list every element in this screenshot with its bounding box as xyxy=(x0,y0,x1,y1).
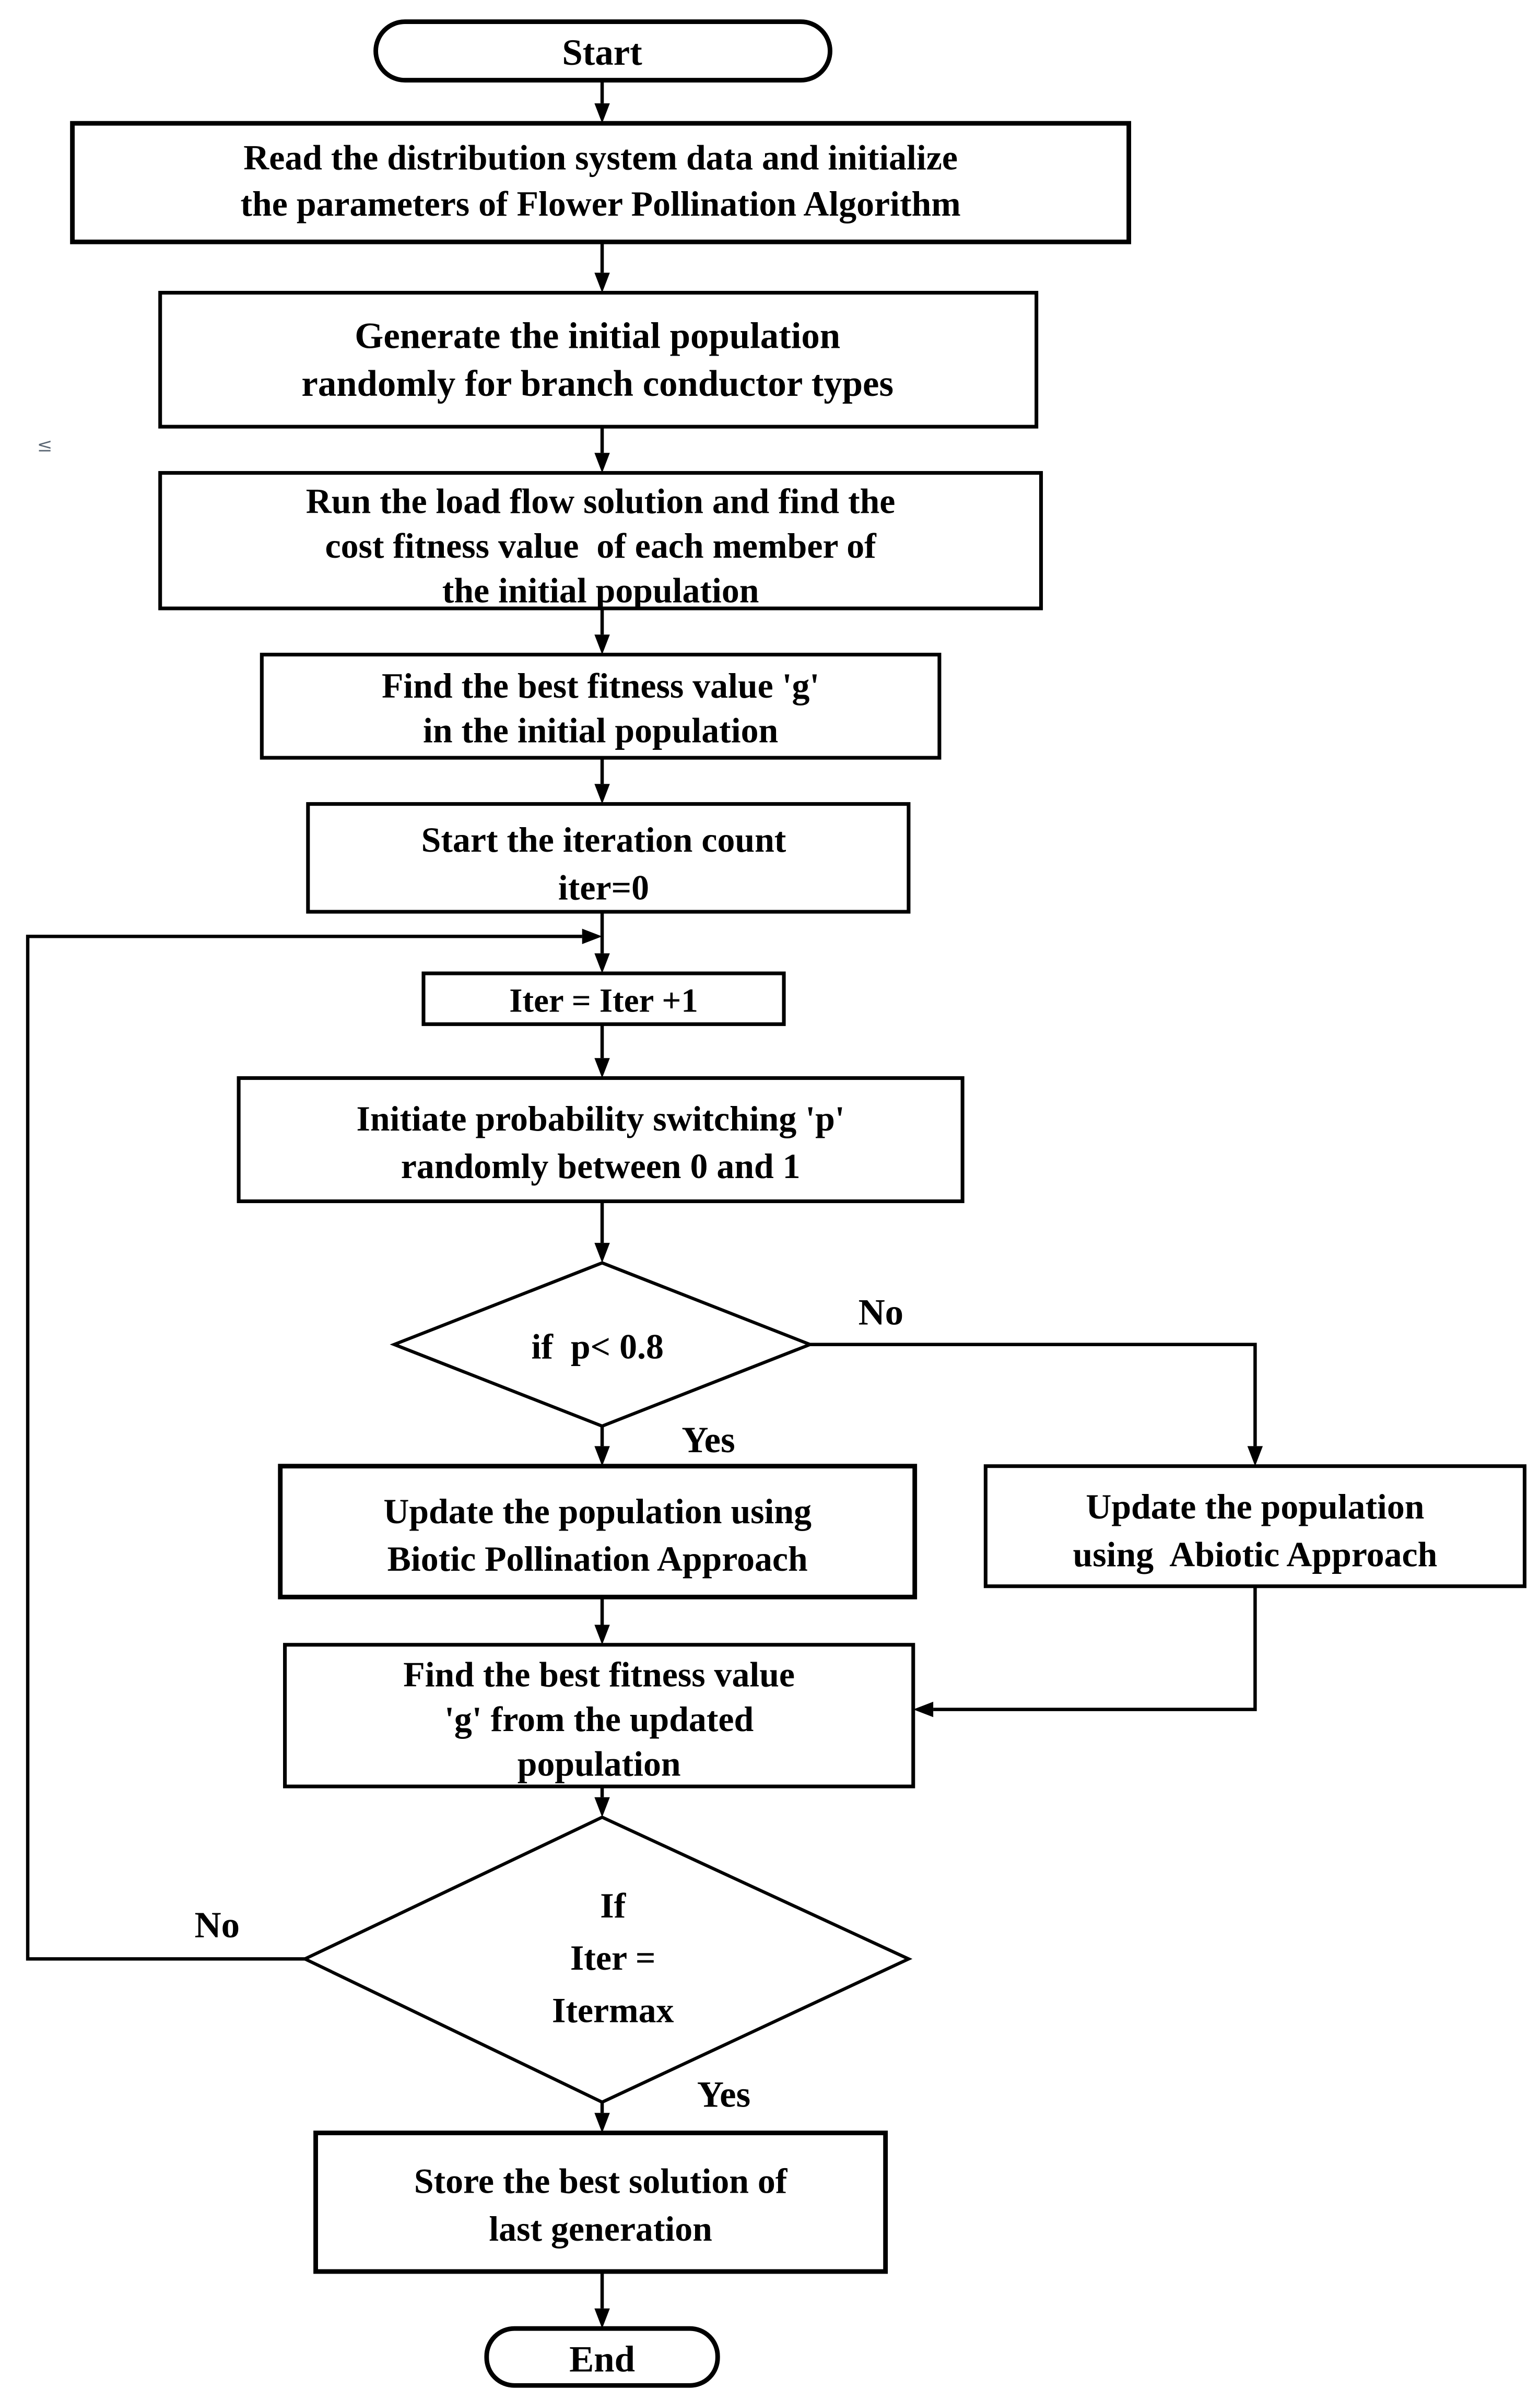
node-start: Start xyxy=(373,19,832,83)
abiotic-update-box-shape xyxy=(983,1464,1527,1588)
arrowhead-icon xyxy=(594,634,610,655)
node-store-best-solution: Store the best solution of last generati… xyxy=(313,2131,888,2274)
edge-generate-to-loadflow xyxy=(594,427,610,473)
abiotic-update-line-1: Update the population xyxy=(1086,1487,1424,1526)
edge-iteration-yes: Yes xyxy=(594,2074,750,2133)
initiate-probability-line-1: Initiate probability switching 'p' xyxy=(357,1099,845,1138)
find-best-initial-box-shape xyxy=(260,653,942,760)
no-label: No xyxy=(859,1292,904,1333)
yes-label: Yes xyxy=(681,1420,735,1461)
iteration-decision-line-1: If xyxy=(600,1886,626,1925)
node-end: End xyxy=(484,2326,720,2388)
stray-mark: ≤ xyxy=(37,434,53,456)
increment-iteration-line-1: Iter = Iter +1 xyxy=(509,982,698,1020)
edge-iteration-no: No xyxy=(195,1905,240,1946)
end-label: End xyxy=(569,2339,635,2380)
node-abiotic-update: Update the population using Abiotic Appr… xyxy=(983,1464,1527,1588)
start-iteration-box-shape xyxy=(306,802,911,914)
node-biotic-update: Update the population using Biotic Polli… xyxy=(278,1464,918,1599)
find-best-updated-box-shape xyxy=(283,1643,915,1788)
edge-read-to-generate xyxy=(594,242,610,293)
start-iteration-line-2: iter=0 xyxy=(558,868,649,907)
arrowhead-icon xyxy=(594,1243,610,1263)
node-find-best-initial: Find the best fitness value 'g' in the i… xyxy=(260,653,942,760)
edge-abiotic-join xyxy=(913,1586,1257,1717)
edge-probability-yes: Yes xyxy=(594,1420,735,1466)
arrowhead-icon xyxy=(594,103,610,124)
edge-bestinitial-to-startiter xyxy=(594,758,610,804)
find-best-updated-line-1: Find the best fitness value xyxy=(403,1655,795,1694)
arrowhead-icon xyxy=(594,1058,610,1078)
find-best-updated-line-2: 'g' from the updated xyxy=(444,1700,754,1739)
arrowhead-icon xyxy=(594,1625,610,1645)
run-load-flow-line-3: the initial population xyxy=(442,571,759,610)
biotic-update-line-1: Update the population using xyxy=(383,1492,812,1531)
arrowhead-icon xyxy=(913,1701,934,1717)
store-best-box-shape xyxy=(313,2131,888,2274)
node-start-iteration-count: Start the iteration count iter=0 xyxy=(306,802,911,914)
generate-population-box-shape xyxy=(158,291,1039,429)
initiate-probability-line-2: randomly between 0 and 1 xyxy=(401,1147,801,1186)
start-label: Start xyxy=(562,32,642,73)
store-best-line-1: Store the best solution of xyxy=(414,2162,788,2201)
node-generate-population: Generate the initial population randomly… xyxy=(158,291,1039,429)
loop-return-polyline xyxy=(26,935,582,1961)
arrowhead-icon xyxy=(1247,1446,1263,1466)
biotic-update-box-shape xyxy=(278,1464,918,1599)
node-iteration-decision: If Iter = Itermax xyxy=(301,1815,913,2104)
edge-loadflow-to-bestinitial xyxy=(594,608,610,655)
node-run-load-flow: Run the load flow solution and find the … xyxy=(158,471,1043,610)
edge-startiter-to-increment xyxy=(594,912,610,974)
arrowhead-icon xyxy=(594,784,610,804)
biotic-update-line-2: Biotic Pollination Approach xyxy=(387,1539,808,1579)
node-initiate-probability: Initiate probability switching 'p' rando… xyxy=(237,1076,965,1204)
end-terminator-shape xyxy=(484,2326,720,2388)
edge-store-to-end xyxy=(594,2271,610,2329)
run-load-flow-line-2: cost fitness value of each member of xyxy=(325,526,877,566)
generate-population-line-1: Generate the initial population xyxy=(355,316,840,357)
probability-decision-label: if p< 0.8 xyxy=(532,1327,664,1366)
edge-probability-no: No xyxy=(810,1292,1263,1466)
arrowhead-icon xyxy=(594,953,610,974)
generate-population-line-2: randomly for branch conductor types xyxy=(301,363,894,404)
iteration-decision-line-2: Iter = xyxy=(570,1938,656,1978)
read-data-box-shape xyxy=(70,121,1132,244)
arrowhead-icon xyxy=(582,928,603,944)
start-iteration-line-1: Start the iteration count xyxy=(421,820,786,860)
edge-increment-to-probability xyxy=(594,1024,610,1078)
node-probability-decision: if p< 0.8 xyxy=(390,1261,815,1428)
yes-label: Yes xyxy=(697,2074,750,2115)
arrowhead-icon xyxy=(594,453,610,473)
loop-return-line xyxy=(26,928,603,1961)
find-best-initial-line-2: in the initial population xyxy=(423,711,778,750)
increment-iteration-box-shape xyxy=(421,971,786,1026)
iteration-decision-line-3: Itermax xyxy=(552,1991,674,2030)
start-terminator-shape xyxy=(373,19,832,83)
run-load-flow-line-1: Run the load flow solution and find the xyxy=(306,481,896,521)
run-load-flow-box-shape xyxy=(158,471,1043,610)
node-increment-iteration: Iter = Iter +1 xyxy=(421,971,786,1026)
abiotic-update-line-2: using Abiotic Approach xyxy=(1073,1535,1438,1574)
arrowhead-icon xyxy=(594,1446,610,1466)
edge-bestupdated-to-iterdecision xyxy=(594,1786,610,1818)
node-find-best-updated: Find the best fitness value 'g' from the… xyxy=(283,1643,915,1788)
arrowhead-icon xyxy=(594,273,610,293)
node-read-data: Read the distribution system data and in… xyxy=(70,121,1132,244)
no-label: No xyxy=(195,1905,240,1946)
edge-biotic-to-bestupdated xyxy=(594,1597,610,1645)
edge-start-to-read xyxy=(594,80,610,124)
arrowhead-icon xyxy=(594,2308,610,2329)
read-data-line-2: the parameters of Flower Pollination Alg… xyxy=(240,184,960,223)
read-data-line-1: Read the distribution system data and in… xyxy=(243,138,958,178)
find-best-initial-line-1: Find the best fitness value 'g' xyxy=(382,666,819,705)
find-best-updated-line-3: population xyxy=(518,1744,681,1783)
edge-probability-to-decision xyxy=(594,1201,610,1263)
arrowhead-icon xyxy=(594,2113,610,2133)
abiotic-join-polyline xyxy=(933,1586,1257,1711)
arrowhead-icon xyxy=(594,1797,610,1818)
no-branch-polyline xyxy=(810,1343,1257,1446)
store-best-line-2: last generation xyxy=(489,2209,712,2249)
